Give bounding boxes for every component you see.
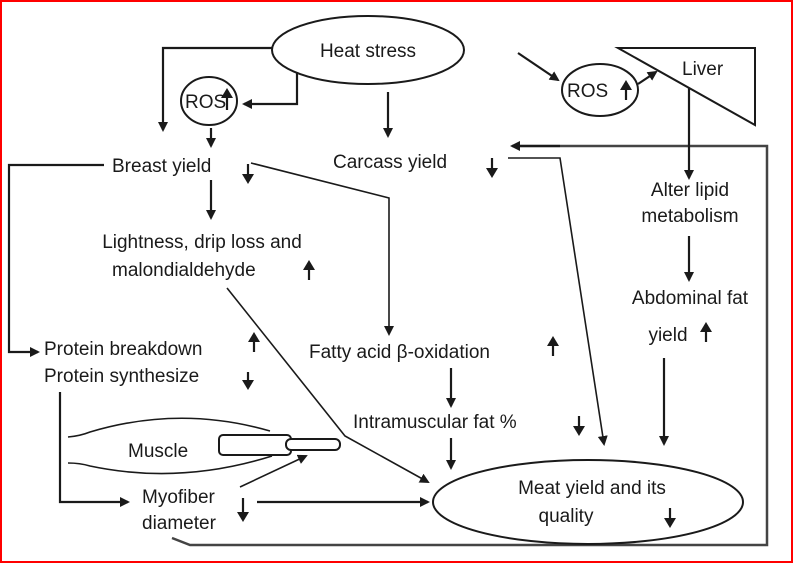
arrow-ros-to-liver [637,70,658,85]
intramuscular-fat-label: Intramuscular fat % [353,412,517,433]
lightness-label-2: malondialdehyde [112,260,256,281]
arrow-carcass-to-meat [508,157,608,446]
protein-breakdown-up-icon [248,332,260,352]
meat-yield-node [432,459,744,545]
arrow-lightness-to-meat [226,287,430,483]
fatty-acid-up-icon [547,336,559,356]
meat-yield-label-2: quality [539,506,594,527]
myofiber-label-2: diameter [142,513,217,534]
carcass-yield-label: Carcass yield [333,152,447,173]
arrow-heat-to-breast [158,46,272,132]
feedback-box [171,144,769,547]
arrow-heat-to-ros-left [242,72,299,109]
alter-lipid-label-2: metabolism [641,206,738,227]
myofiber-label-1: Myofiber [142,487,216,508]
abdominal-fat-up-icon [700,322,712,342]
lightness-label-1: Lightness, drip loss and [102,232,302,253]
arrow-heat-to-ros-right [517,52,560,82]
protein-synthesize-down-icon [242,372,254,390]
ros-right-up-icon [620,80,632,100]
arrow-breast-to-protein [7,163,104,357]
arrow-breast-to-fatty-acid [250,162,394,336]
intramuscular-fat-down-icon [573,416,585,436]
abdominal-fat-label-1: Abdominal fat [632,288,749,309]
heat-stress-node [271,15,465,85]
meat-yield-label-1: Meat yield and its [518,478,666,499]
liver-label: Liver [682,59,724,80]
liver-node [614,47,756,127]
arrow-protein-to-myofiber [58,392,130,507]
ros-left-node [180,76,238,126]
lightness-up-icon [303,260,315,280]
protein-breakdown-label: Protein breakdown [44,339,202,360]
protein-synthesize-label: Protein synthesize [44,366,199,387]
alter-lipid-label-1: Alter lipid [651,180,729,201]
heat-stress-label: Heat stress [320,41,416,62]
breast-yield-down-icon [242,164,254,184]
arrow-myofiber-to-muscle [239,454,308,488]
meat-yield-down-icon [664,508,676,528]
ros-right-label: ROS [567,81,608,102]
breast-yield-label: Breast yield [112,156,211,177]
abdominal-fat-label-2: yield [648,325,687,346]
muscle-illustration [67,417,341,475]
carcass-yield-down-icon [486,158,498,178]
ros-left-label: ROS [185,92,226,113]
myofiber-down-icon [237,498,249,522]
muscle-label: Muscle [128,441,188,462]
fatty-acid-label: Fatty acid β-oxidation [309,342,490,363]
ros-right-node [561,63,639,117]
ros-left-up-icon [221,88,233,110]
